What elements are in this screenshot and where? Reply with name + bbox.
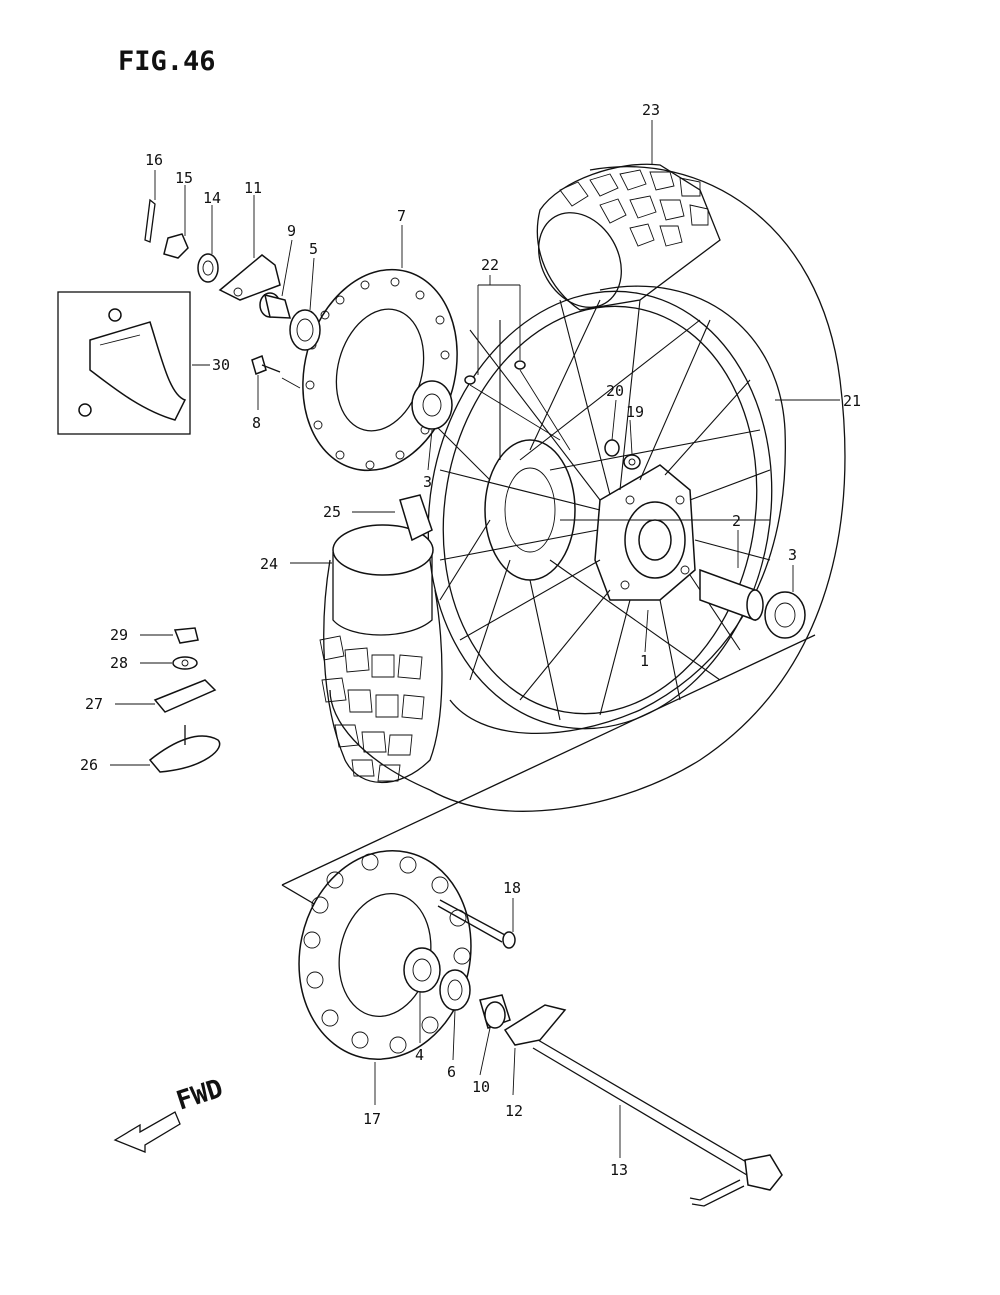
callout-28: 28 <box>110 654 128 672</box>
callout-11: 11 <box>244 179 262 197</box>
callout-6: 6 <box>447 1063 456 1081</box>
tube-parts-group <box>148 627 221 773</box>
callout-13: 13 <box>610 1161 628 1179</box>
callout-19: 19 <box>626 403 644 421</box>
callout-20: 20 <box>606 382 624 400</box>
callout-24: 24 <box>260 555 278 573</box>
sprocket-axle-group <box>298 850 783 1207</box>
callout-16: 16 <box>145 151 163 169</box>
fwd-label: FWD <box>173 1074 227 1117</box>
callout-27: 27 <box>85 695 103 713</box>
callout-3-left: 3 <box>423 473 432 491</box>
callout-labels: 16 15 14 11 9 5 7 30 8 3 22 23 20 19 21 … <box>80 101 861 1179</box>
callout-17: 17 <box>363 1110 381 1128</box>
callout-14: 14 <box>203 189 221 207</box>
callout-30: 30 <box>212 356 230 374</box>
callout-1: 1 <box>640 652 649 670</box>
callout-3-right: 3 <box>788 546 797 564</box>
callout-21: 21 <box>843 392 861 410</box>
callout-15: 15 <box>175 169 193 187</box>
callout-23: 23 <box>642 101 660 119</box>
callout-7: 7 <box>397 207 406 225</box>
rear-wheel-assembly <box>281 163 846 906</box>
leader-lines <box>110 120 840 1158</box>
callout-2: 2 <box>732 512 741 530</box>
callout-22: 22 <box>481 256 499 274</box>
callout-25: 25 <box>323 503 341 521</box>
figure-title: FIG.46 <box>118 46 216 77</box>
forward-direction-indicator: FWD <box>113 1074 227 1153</box>
callout-4: 4 <box>415 1046 424 1064</box>
brake-disc-group <box>144 198 458 472</box>
callout-10: 10 <box>472 1078 490 1096</box>
callout-18: 18 <box>503 879 521 897</box>
callout-5: 5 <box>309 240 318 258</box>
callout-8: 8 <box>252 414 261 432</box>
callout-12: 12 <box>505 1102 523 1120</box>
callout-9: 9 <box>287 222 296 240</box>
callout-26: 26 <box>80 756 98 774</box>
chain-guard-box <box>57 291 210 435</box>
callout-29: 29 <box>110 626 128 644</box>
